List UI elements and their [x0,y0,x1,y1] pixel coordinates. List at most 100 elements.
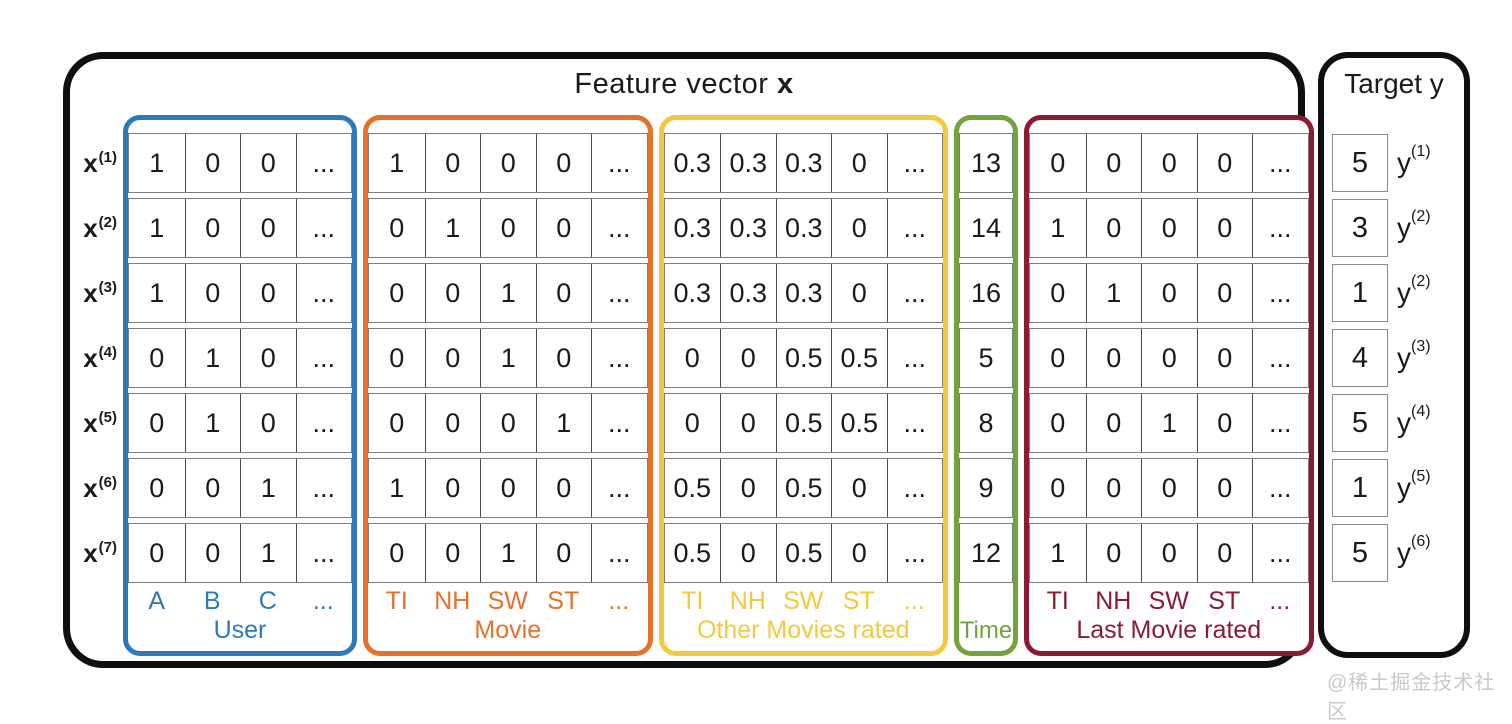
group-time-column-labels [959,588,1013,615]
column-label: ... [903,587,925,615]
target-label-sup: (6) [1411,532,1431,550]
row-label-sup: (5) [98,408,117,426]
cell: ... [591,199,647,257]
cell: 0 [684,342,700,373]
cell: 0.5 [775,394,832,452]
row-label-base: x [83,472,98,503]
cell: 0 [480,459,536,517]
watermark: @稀土掘金技术社区 [1327,672,1496,723]
cell: 0 [1050,472,1066,503]
row-label-x3: x(3) [76,263,123,323]
target-value-box: 5 [1332,394,1388,452]
cell: 0 [1085,134,1142,192]
cell: 1 [1085,264,1142,322]
cell: ... [886,264,943,322]
cell: 9 [978,472,994,503]
group-user-label: User [213,616,267,644]
cell: 0 [389,407,405,438]
cell: 0 [535,329,592,387]
cell: 16 [970,277,1002,308]
cell: 0.3 [720,134,776,192]
cell: ... [1252,459,1308,517]
cell: 0 [184,199,241,257]
cell: 0 [184,524,241,582]
cell: 0.5 [775,329,832,387]
cell: 0 [1141,264,1197,322]
row-label-sup: (2) [98,213,117,231]
target-item-label: y(2) [1397,207,1431,244]
cell: 0 [720,394,776,452]
cell: 0 [1050,277,1066,308]
row-label-base: x [83,407,98,438]
cell: 0 [1196,134,1253,192]
cell: 0 [1085,329,1142,387]
cell: 0 [1196,199,1253,257]
cell: 0 [535,134,592,192]
column-label: NH [729,587,766,615]
cell: 0 [535,524,592,582]
target-label-sup: (2) [1411,207,1431,225]
target-item-label: y(5) [1397,467,1431,504]
cell: 0 [424,524,481,582]
cell: 0 [535,459,592,517]
cell: 0 [831,264,887,322]
cell: 0 [240,264,296,322]
cell: 0 [1141,524,1197,582]
group-movie-label: Movie [474,616,542,644]
cell: 0 [480,394,536,452]
column-label: ... [1269,587,1291,615]
cell: 14 [970,212,1002,243]
feature-vector-panel: Feature vector x x(1)x(2)x(3)x(4)x(5)x(6… [63,52,1314,668]
cell: 0.5 [831,329,887,387]
row-label-sup: (7) [98,538,117,556]
cell: 0 [535,264,592,322]
cell: ... [295,329,352,387]
cell: 0 [1141,134,1197,192]
column-label: ST [547,587,580,615]
column-label: NH [434,587,471,615]
cell: 0 [720,524,776,582]
cell: 0.3 [673,147,712,178]
cell: ... [295,134,352,192]
target-label-sup: (5) [1411,467,1431,485]
cell: 1 [1050,537,1066,568]
target-item-label: y(6) [1397,532,1431,569]
group-time-row-4: 5 [959,328,1013,388]
cell: 1 [149,277,165,308]
cell: ... [295,264,352,322]
cell: 1 [535,394,592,452]
target-label-base: y [1397,407,1411,438]
target-label-base: y [1397,147,1411,178]
cell: 0 [240,394,296,452]
cell: 0 [149,407,165,438]
cell: 0 [424,394,481,452]
cell: 0 [389,342,405,373]
cell: 0 [1085,199,1142,257]
group-time-label: Time [959,617,1013,644]
cell: 1 [389,472,405,503]
cell: ... [886,199,943,257]
cell: ... [886,524,943,582]
cell: ... [1252,199,1308,257]
